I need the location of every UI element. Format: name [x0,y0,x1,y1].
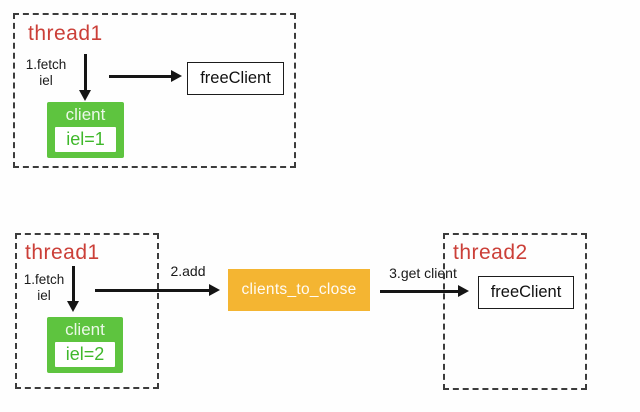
fetch-label-top-line2: iel [39,73,53,88]
arrow-fetch-top-head [79,90,91,101]
fetch-label-top-line1: 1.fetch [25,57,67,72]
arrow-to-freeclient-top [109,75,172,78]
add-step-label: 2.add [170,263,206,279]
free-client-label-bottom: freeClient [490,283,562,301]
free-client-box-bottom: freeClient [478,276,574,309]
arrow-fetch-bottom-head [67,301,79,312]
fetch-label-bottom: 1.fetch iel [18,272,70,304]
fetch-label-bottom-line2: iel [37,288,51,303]
thread1-bottom-container [15,233,159,389]
client-box-bottom: client iel=2 [47,317,123,373]
free-client-label-top: freeClient [200,69,271,87]
client-value-bottom: iel=2 [55,342,115,367]
thread2-label: thread2 [453,241,528,264]
client-title-top: client [65,105,106,124]
client-title-bottom: client [65,320,105,339]
thread1-bottom-label: thread1 [25,241,100,264]
arrow-get-client [380,290,459,293]
thread2-container [443,233,587,390]
thread1-top-container [13,13,296,168]
client-box-top: client iel=1 [47,102,124,158]
arrow-fetch-bottom [72,266,75,302]
get-client-step-label: 3.get client [389,265,457,281]
clients-to-close-label: clients_to_close [241,281,357,298]
clients-to-close-box: clients_to_close [228,269,370,311]
arrow-add [95,289,210,292]
arrow-get-client-head [458,285,469,297]
free-client-box-top: freeClient [187,62,284,95]
fetch-label-top: 1.fetch iel [20,57,72,89]
thread1-top-label: thread1 [28,22,103,45]
arrow-fetch-top [84,54,87,91]
arrow-add-head [209,284,220,296]
fetch-label-bottom-line1: 1.fetch [23,272,65,287]
arrow-to-freeclient-top-head [171,70,182,82]
client-value-top: iel=1 [55,127,116,152]
